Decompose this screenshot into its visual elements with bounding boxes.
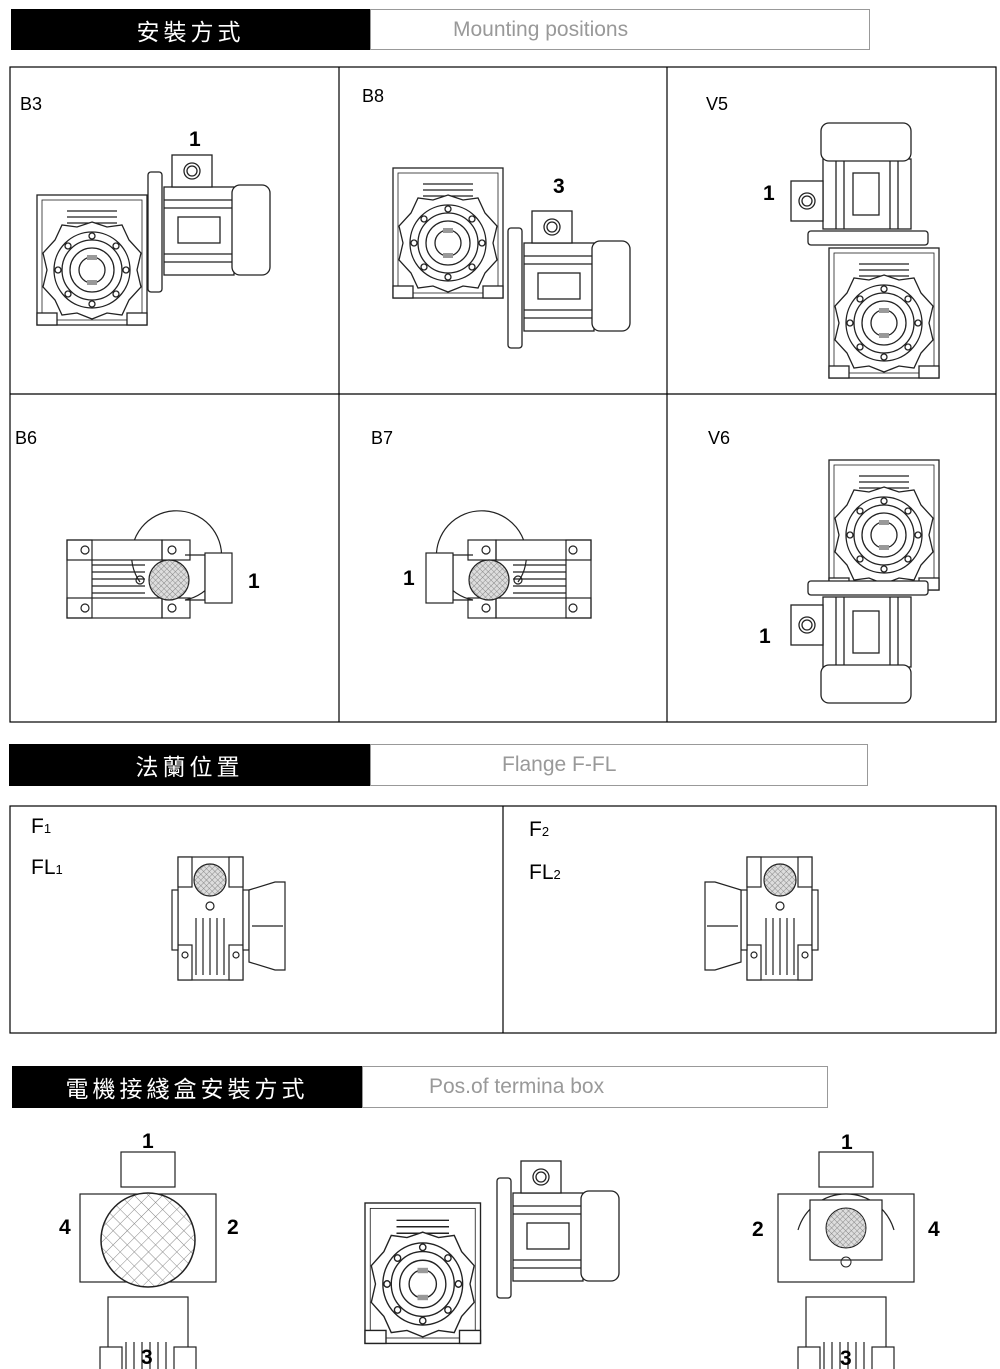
flange-label-f2: F2 xyxy=(529,818,549,842)
v5-drawing xyxy=(790,122,940,379)
flange-label-fl1-main: FL xyxy=(31,856,56,879)
flange-label-f2-main: F xyxy=(529,818,542,841)
terminal-middle-drawing xyxy=(364,1160,620,1345)
flange-label-f1-main: F xyxy=(31,815,44,838)
flange-label-fl2-main: FL xyxy=(529,861,554,884)
position-label-v5: V5 xyxy=(706,94,729,114)
flange-label-fl2-sub: 2 xyxy=(553,867,561,882)
flange-label-fl1: FL1 xyxy=(31,856,63,880)
flange-label-f1-sub: 1 xyxy=(43,821,52,836)
terminal-right-pos-left: 2 xyxy=(752,1218,764,1241)
v6-drawing xyxy=(790,459,940,704)
terminal-left-pos-bottom: 3 xyxy=(141,1346,153,1369)
flange-label-f2-sub: 2 xyxy=(541,824,550,839)
flange-title-en: Flange F-FL xyxy=(370,744,868,786)
position-label-v6: V6 xyxy=(708,428,731,448)
terminal-number-b6: 1 xyxy=(248,570,260,593)
mounting-title-en: Mounting positions xyxy=(370,9,870,50)
terminal-left-drawing xyxy=(79,1151,217,1369)
mounting-title-zh: 安裝方式 xyxy=(11,9,370,50)
terminal-right-pos-bottom: 3 xyxy=(840,1347,852,1369)
b7-drawing xyxy=(425,510,592,619)
terminal-number-b8: 3 xyxy=(553,175,565,198)
position-label-b6: B6 xyxy=(15,428,38,448)
b3-drawing xyxy=(36,154,271,326)
f1-drawing xyxy=(171,856,286,981)
mounting-grid xyxy=(9,66,997,723)
flange-label-fl2: FL2 xyxy=(529,861,561,885)
flange-label-fl1-sub: 1 xyxy=(55,862,63,877)
terminal-right-pos-right: 4 xyxy=(928,1218,940,1241)
flange-title-zh: 法蘭位置 xyxy=(9,744,370,786)
b8-drawing xyxy=(392,167,631,349)
position-label-b8: B8 xyxy=(362,86,385,106)
flange-grid xyxy=(9,805,997,1034)
b6-drawing xyxy=(66,510,233,619)
terminal-number-v6: 1 xyxy=(759,625,771,648)
terminal-title-en: Pos.of termina box xyxy=(362,1066,828,1108)
terminal-number-v5: 1 xyxy=(763,182,775,205)
terminal-left-pos-left: 4 xyxy=(59,1216,71,1239)
terminal-right-pos-top: 1 xyxy=(841,1131,853,1154)
terminal-number-b7: 1 xyxy=(403,567,415,590)
position-label-b3: B3 xyxy=(20,94,43,114)
flange-label-f1: F1 xyxy=(31,815,51,839)
terminal-number-b3: 1 xyxy=(189,128,201,151)
terminal-right-drawing xyxy=(777,1151,915,1369)
position-label-b7: B7 xyxy=(371,428,394,448)
terminal-title-zh: 電機接綫盒安裝方式 xyxy=(12,1066,362,1108)
terminal-left-pos-right: 2 xyxy=(227,1216,239,1239)
terminal-left-pos-top: 1 xyxy=(142,1130,154,1153)
f2-drawing xyxy=(704,856,819,981)
